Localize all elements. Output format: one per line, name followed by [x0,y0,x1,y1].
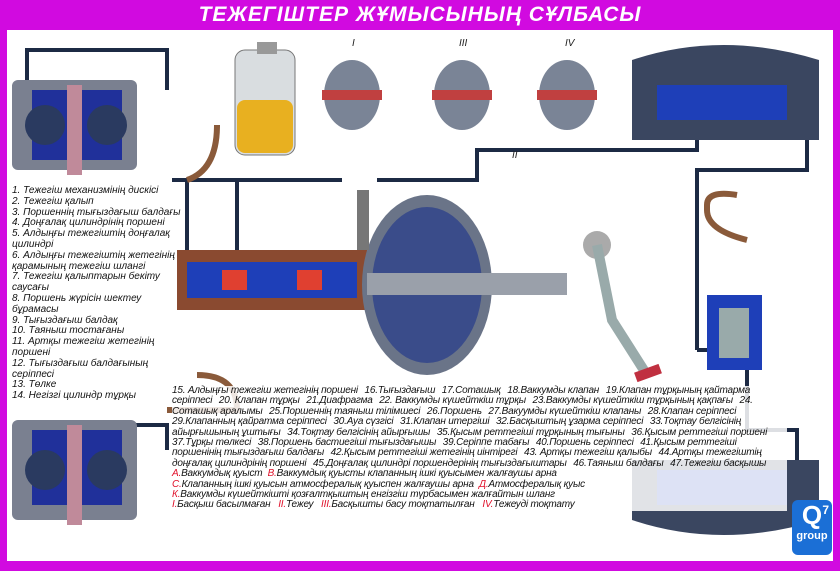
legend-item: 27.Вакуумды күшейткіш клапаны [488,405,642,417]
legend-item: 35.Қысым реттегіші тұрқының тығыны [436,426,625,438]
legend-item: 41.Қысым реттегіші поршенінің тығыздағыш… [172,437,737,459]
stage-item: IV.Тежеуді тоқтату [482,499,575,511]
legend-item: 9. Тығыздағыш балдақ [12,314,118,326]
rear-drum-top [632,45,819,140]
legend-item: 20. Клапан тұрқы [218,395,300,407]
legend-item: 38.Поршень бастиегіші тығыздағышы [257,437,437,449]
stage-item: I.Басқыш басылмаған [172,499,271,511]
fluid-reservoir [234,42,296,156]
stage-item: III.Басқышты басу тоқтатылған [321,499,475,511]
legend-item: 36.Қысым реттегіші поршені [631,426,768,438]
legend-item: 29.Клапанның қайратма серіппесі [172,416,327,428]
stage-label-iv: IV [565,38,575,49]
letter-item: К.Ваккумды күшейткішті қозғалтқыштың енг… [172,489,555,501]
logo: Q 7 group [792,500,832,555]
legend-item: 39.Серіппе табағы [442,437,530,449]
master-cylinder [177,250,367,310]
legend-item: 6. Алдыңғы тежегіштің жетегінің қарамыны… [12,249,175,272]
legend-item: 7. Тежегіш қалыптарын бекіту саусағы [12,271,160,294]
legend-item: 34.Тоқтау белгісінің айырғышы [287,426,431,438]
rear-caliper [12,420,137,525]
legend-item: 13. Төлке [12,379,57,391]
front-caliper [12,80,137,175]
hose-front [185,124,220,183]
legend-item: 37.Тұрқы төлкесі [172,437,252,449]
hose-right [704,190,748,243]
letter-item: А.Ваккумдық қуыст [172,468,263,480]
logo-word: group [796,530,828,542]
legend-item: 47.Тежегіш басқышы [670,457,767,469]
bottom-legend: 15. Алдыңғы тежегіш жетегінің поршені 16… [172,385,787,511]
legend-item: 19.Клапан тұрқының қайтарма серіппесі [172,385,751,407]
legend-item: 40.Поршень серіппесі [535,437,634,449]
legend-item: 45.Доңғалақ цилиндрі поршендерінің тығыз… [313,457,567,469]
left-legend: 1. Тежегіш механизмінің дискісі 2. Тежег… [12,185,182,402]
legend-item: 23.Ваккумды күшейткіш тұрқының қақпағы [532,395,734,407]
legend-item: 16.Тығыздағыш [364,385,436,396]
legend-item: 2. Тежегіш қалып [12,195,94,207]
letter-item: Д.Атмосфералық қуыс [479,478,585,490]
legend-item: 3. Поршеннің тығыздағыш балдағы [12,206,181,218]
numbered-legend: 15. Алдыңғы тежегіш жетегінің поршені 16… [172,385,787,469]
legend-item: 18.Ваккумды клапан [507,385,600,396]
logo-number: 7 [822,503,829,517]
legend-item: 1. Тежегіш механизмінің дискісі [12,185,159,196]
legend-item: 11. Артқы тежегіш жетегінің поршені [12,336,155,358]
legend-item: 25.Поршеннің таяныш тілімшесі [269,405,421,417]
brake-pedal [583,231,662,383]
pipe-reservoir [185,178,239,260]
pressure-regulator [707,295,762,370]
diagram-area: I III IV II 1. Тежегіш механизмінің диск… [7,30,833,561]
legend-item: 22. Ваккумды күшейткіш тұрқы [379,395,526,407]
letter-legend: А.Ваккумдық қуыст В.Ваккумдық қуысты кла… [172,469,787,500]
legend-item: 24. Соташық аралымы [172,395,753,417]
legend-item: 32.Басқыштың ұзарма серіппесі [495,416,644,428]
legend-item: 15. Алдыңғы тежегіш жетегінің поршені [172,385,358,396]
legend-item: 43. Артқы тежегіш қалыбы [523,447,652,459]
letter-item: С.Клапанның ішкі қуысын атмосфералық қуы… [172,478,474,490]
stage-label-ii: II [512,150,518,161]
legend-item: 8. Поршень жүрісін шектеу бұрамасы [12,292,142,315]
legend-item: 4. Доңғалақ цилиндрінің поршені [12,217,165,229]
logo-letter: Q [801,500,823,530]
legend-item: 31.Клапан итергіші [400,416,490,428]
stage-cutaways [322,60,597,130]
legend-item: 46.Таяныш балдағы [573,457,664,469]
legend-item: 44.Артқы тежегіштің доңғалақ цилиндрінің… [172,447,762,469]
poster-title: ТЕЖЕГІШТЕР ЖҰМЫСЫНЫҢ СҰЛБАСЫ [198,3,642,26]
legend-item: 28.Клапан серіппесі [647,405,737,417]
legend-item: 42.Қысым реттегіші жетегінің иінтірегі [330,447,518,459]
legend-item: 33.Тоқтау белгісінің айырғышының ұштығы [172,416,742,438]
letter-item: В.Ваккумдық қуысты клапанның ішкі қуысым… [267,468,557,480]
stage-label-iii: III [459,38,468,49]
stage-legend: I.Басқыш басылмаған II.Тежеу III.Басқышт… [172,500,787,510]
legend-item: 17.Соташық [441,385,501,396]
legend-item: 5. Алдыңғы тежегіштің доңғалақ цилиндрі [12,228,170,250]
stage-label-i: I [352,38,355,49]
vacuum-booster [357,190,567,375]
legend-item: 12. Тығыздағыш балдағының серіппесі [12,357,149,380]
legend-item: 21.Диафрагма [306,395,373,407]
legend-item: 14. Негізгі цилиндр тұрқы [12,390,137,402]
legend-item: 10. Таяныш тостағаны [12,325,125,337]
stage-item: II.Тежеу [278,499,314,511]
legend-item: 30.Ауа сүзгісі [333,416,394,428]
legend-item: 26.Поршень [426,405,482,417]
